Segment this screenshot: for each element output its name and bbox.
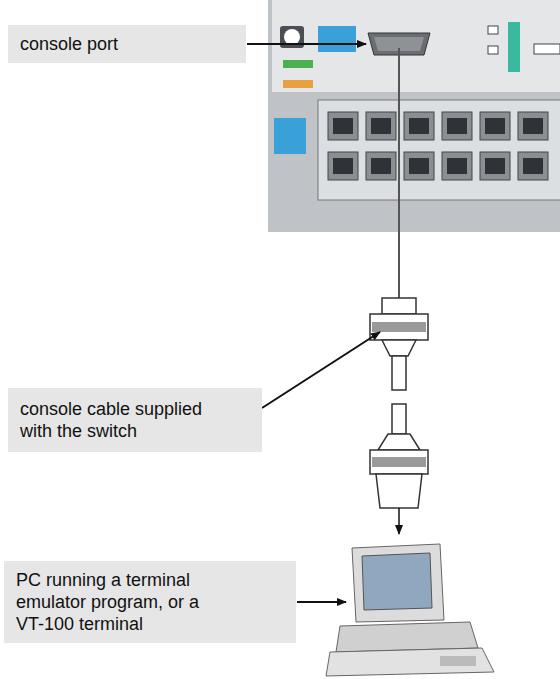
- callout-text: console cable supplied with the switch: [20, 398, 220, 442]
- mode-switch: [534, 44, 560, 54]
- model-badge: [318, 26, 356, 52]
- ethernet-port: [328, 152, 358, 180]
- port-callout: console port: [8, 25, 246, 63]
- port-socket: [371, 158, 391, 174]
- cable-callout: console cable supplied with the switch: [8, 388, 262, 452]
- ethernet-port: [442, 112, 472, 140]
- ethernet-ports: [328, 112, 548, 180]
- power-led: [283, 60, 313, 68]
- pc-illustration: [326, 544, 494, 676]
- port-socket: [409, 118, 429, 134]
- ethernet-port: [480, 112, 510, 140]
- ethernet-port: [366, 152, 396, 180]
- clear-button: [488, 46, 498, 54]
- port-socket: [485, 118, 505, 134]
- db25-connector: [370, 404, 428, 508]
- fault-led: [283, 80, 313, 88]
- cable-arrow: [398, 508, 400, 534]
- leader-line: [247, 43, 366, 45]
- port-socket: [447, 158, 467, 174]
- port-panel: [318, 100, 560, 200]
- ethernet-port: [518, 152, 548, 180]
- port-socket: [371, 118, 391, 134]
- ethernet-port: [442, 152, 472, 180]
- switch-body: [268, 0, 560, 232]
- leader-line: [262, 332, 380, 408]
- callout-text: PC running a terminal emulator program, …: [16, 569, 221, 635]
- status-leds: [508, 22, 520, 72]
- leader-line: [297, 601, 346, 603]
- ethernet-port: [366, 112, 396, 140]
- ethernet-port: [518, 112, 548, 140]
- console-cable: [398, 48, 400, 300]
- ethernet-port: [404, 112, 434, 140]
- ethernet-port: [328, 112, 358, 140]
- port-socket: [523, 158, 543, 174]
- reset-button: [488, 26, 498, 34]
- db9-connector: [370, 298, 428, 390]
- port-socket: [333, 158, 353, 174]
- port-socket: [409, 158, 429, 174]
- ethernet-port: [480, 152, 510, 180]
- ethernet-port: [404, 152, 434, 180]
- hp-logo-circle: [284, 29, 300, 45]
- port-socket: [523, 118, 543, 134]
- port-badge: [274, 118, 306, 154]
- callout-text: console port: [20, 33, 220, 55]
- port-socket: [485, 158, 505, 174]
- port-socket: [333, 118, 353, 134]
- port-socket: [447, 118, 467, 134]
- pc-callout: PC running a terminal emulator program, …: [4, 561, 296, 643]
- switch-top-panel: [272, 0, 560, 92]
